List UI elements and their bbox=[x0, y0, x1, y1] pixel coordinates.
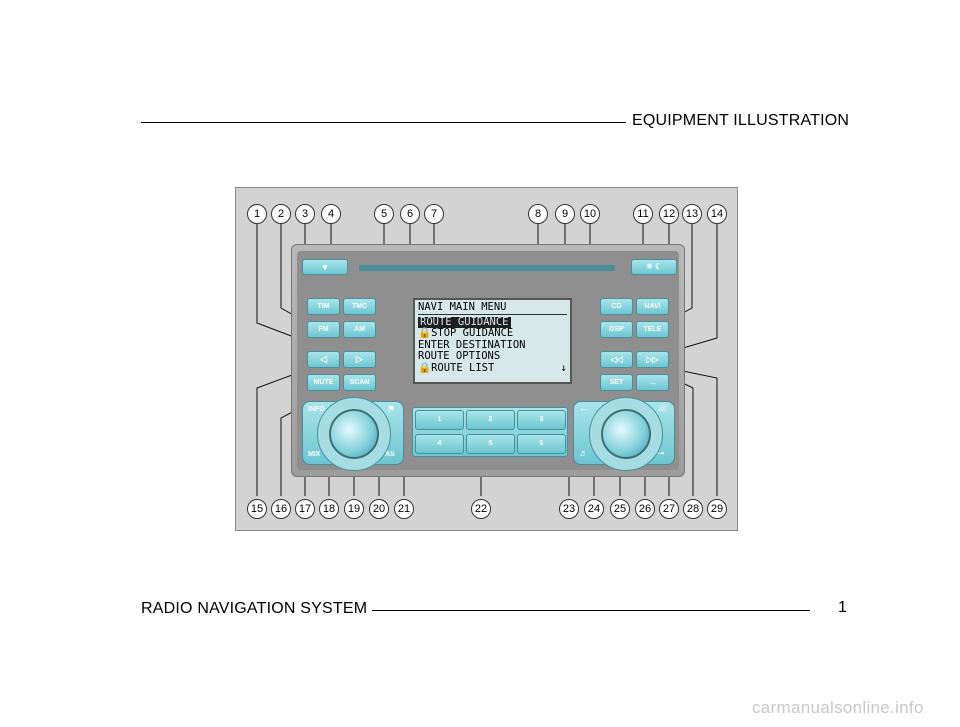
callout-9: 9 bbox=[555, 204, 575, 224]
menu-item-route-guidance[interactable]: ROUTE GUIDANCE bbox=[418, 315, 511, 328]
callout-3: 3 bbox=[295, 204, 315, 224]
callout-6: 6 bbox=[400, 204, 420, 224]
lock-icon: 🔒 bbox=[418, 361, 432, 374]
tele-button[interactable]: TELE bbox=[636, 321, 669, 338]
callout-19: 19 bbox=[344, 499, 364, 519]
volume-knob[interactable] bbox=[329, 409, 379, 459]
callout-22: 22 bbox=[471, 499, 491, 519]
page-number: 1 bbox=[838, 599, 847, 616]
radio-faceplate: ▾ ☀ ☾ TIM TMC FM AM ◁ ▷ MUTE SCAN NAVI M… bbox=[297, 251, 679, 471]
flag-icon[interactable]: ⚑ bbox=[387, 404, 396, 414]
scroll-down-icon: ↓ bbox=[560, 361, 567, 374]
tmc-button[interactable]: TMC bbox=[343, 298, 376, 315]
menu-item-route-options[interactable]: ROUTE OPTIONS bbox=[418, 350, 501, 362]
callout-21: 21 bbox=[394, 499, 414, 519]
lock-icon: 🔒 bbox=[418, 327, 432, 339]
callout-8: 8 bbox=[528, 204, 548, 224]
radio-illustration: 1 2 3 4 5 6 7 8 9 10 11 12 13 14 15 16 1… bbox=[235, 187, 738, 531]
seek-left-button[interactable]: ◁ bbox=[307, 351, 340, 368]
return-button[interactable]: → bbox=[636, 374, 669, 391]
callout-11: 11 bbox=[633, 204, 653, 224]
callout-5: 5 bbox=[374, 204, 394, 224]
watermark: carmanualsonline.info bbox=[752, 698, 924, 717]
preset-2-button[interactable]: 2 bbox=[466, 410, 515, 430]
preset-4-button[interactable]: 4 bbox=[415, 434, 464, 454]
preset-1-button[interactable]: 1 bbox=[415, 410, 464, 430]
callout-1: 1 bbox=[247, 204, 267, 224]
callout-26: 26 bbox=[635, 499, 655, 519]
callout-27: 27 bbox=[659, 499, 679, 519]
preset-5-button[interactable]: 5 bbox=[466, 434, 515, 454]
navi-display: NAVI MAIN MENU ROUTE GUIDANCE 🔒STOP GUID… bbox=[413, 298, 572, 384]
phone-icon[interactable]: ☏ bbox=[657, 403, 669, 413]
mute-button[interactable]: MUTE bbox=[307, 374, 340, 391]
am-button[interactable]: AM bbox=[343, 321, 376, 338]
dsp-button[interactable]: DSP bbox=[600, 321, 633, 338]
preset-6-button[interactable]: 6 bbox=[517, 434, 566, 454]
cd-slot bbox=[359, 265, 615, 271]
navigation-knob[interactable] bbox=[601, 409, 651, 459]
rewind-button[interactable]: ◁◁ bbox=[600, 351, 633, 368]
navi-button[interactable]: NAVI bbox=[636, 298, 669, 315]
fast-forward-button[interactable]: ▷▷ bbox=[636, 351, 669, 368]
eject-button[interactable]: ▾ bbox=[302, 259, 348, 275]
music-icon[interactable]: ♬ bbox=[579, 448, 588, 458]
menu-item-stop-guidance[interactable]: 🔒STOP GUIDANCE bbox=[418, 327, 514, 339]
callout-23: 23 bbox=[559, 499, 579, 519]
cd-button[interactable]: CD bbox=[600, 298, 633, 315]
fm-button[interactable]: FM bbox=[307, 321, 340, 338]
back-arrow-icon[interactable]: ← bbox=[579, 403, 588, 413]
callout-28: 28 bbox=[683, 499, 703, 519]
preset-3-button[interactable]: 3 bbox=[517, 410, 566, 430]
header-rule bbox=[141, 122, 626, 123]
callout-20: 20 bbox=[369, 499, 389, 519]
day-night-button[interactable]: ☀ ☾ bbox=[631, 259, 677, 275]
callout-14: 14 bbox=[707, 204, 727, 224]
callout-17: 17 bbox=[295, 499, 315, 519]
callout-15: 15 bbox=[247, 499, 267, 519]
footer-rule bbox=[372, 610, 810, 611]
mix-button[interactable]: MIX bbox=[308, 451, 321, 458]
header-title: EQUIPMENT ILLUSTRATION bbox=[632, 112, 850, 129]
callout-12: 12 bbox=[659, 204, 679, 224]
radio-unit: ▾ ☀ ☾ TIM TMC FM AM ◁ ▷ MUTE SCAN NAVI M… bbox=[291, 244, 685, 477]
callout-18: 18 bbox=[319, 499, 339, 519]
callout-10: 10 bbox=[580, 204, 600, 224]
seek-right-button[interactable]: ▷ bbox=[343, 351, 376, 368]
callout-4: 4 bbox=[321, 204, 341, 224]
callout-24: 24 bbox=[584, 499, 604, 519]
menu-item-enter-destination[interactable]: ENTER DESTINATION bbox=[418, 338, 526, 351]
callout-25: 25 bbox=[610, 499, 630, 519]
info-button[interactable]: INFO bbox=[308, 406, 325, 413]
callout-7: 7 bbox=[424, 204, 444, 224]
display-title: NAVI MAIN MENU bbox=[418, 301, 567, 315]
callout-16: 16 bbox=[271, 499, 291, 519]
set-button[interactable]: SET bbox=[600, 374, 633, 391]
tim-button[interactable]: TIM bbox=[307, 298, 340, 315]
scan-button[interactable]: SCAN bbox=[343, 374, 376, 391]
callout-2: 2 bbox=[271, 204, 291, 224]
footer-title: RADIO NAVIGATION SYSTEM bbox=[141, 600, 368, 617]
key-icon[interactable]: ⊸ bbox=[657, 448, 665, 458]
as-button[interactable]: AS bbox=[385, 451, 395, 458]
callout-29: 29 bbox=[707, 499, 727, 519]
callout-13: 13 bbox=[682, 204, 702, 224]
menu-item-route-list[interactable]: 🔒ROUTE LIST↓ bbox=[418, 361, 567, 374]
